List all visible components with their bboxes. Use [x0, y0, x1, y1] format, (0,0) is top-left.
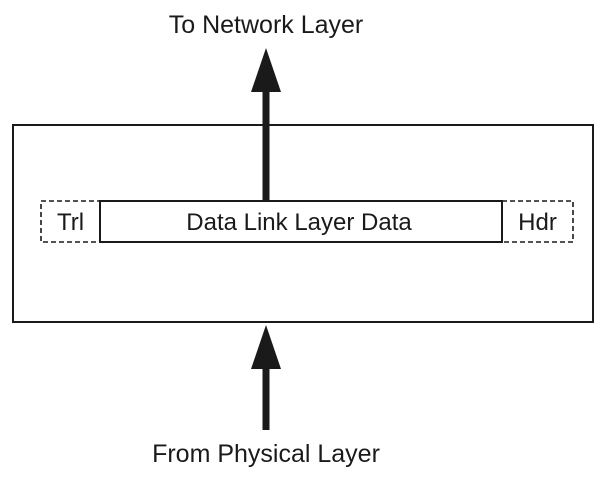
up-arrow-from-physical-icon	[251, 325, 281, 430]
header-field-label: Hdr	[518, 209, 557, 236]
trailer-field-label: Trl	[57, 209, 84, 236]
up-arrow-to-network-icon	[251, 48, 281, 200]
data-link-layer-box	[12, 124, 594, 323]
data-field-label: Data Link Layer Data	[186, 209, 412, 236]
trailer-field-box	[40, 200, 101, 243]
data-field-box	[99, 200, 503, 243]
to-network-layer-label: To Network Layer	[169, 11, 364, 39]
from-physical-layer-label: From Physical Layer	[152, 440, 380, 468]
